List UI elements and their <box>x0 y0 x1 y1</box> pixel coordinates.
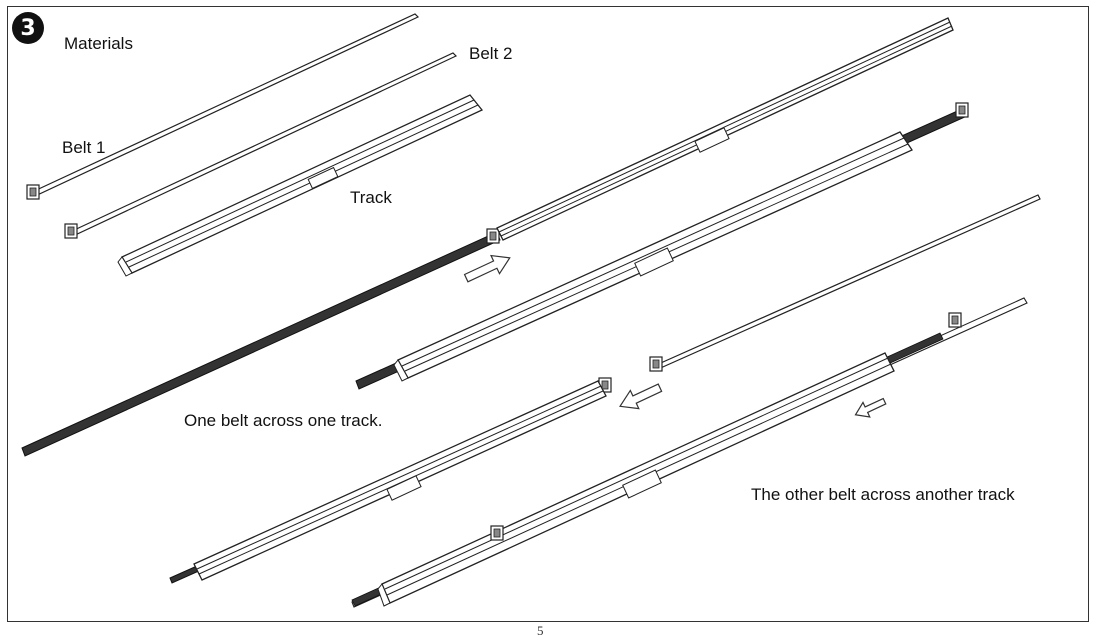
top-track-joint-plate <box>694 127 730 153</box>
belt-1-label: Belt 1 <box>62 138 106 157</box>
top-track-drawing <box>496 17 954 241</box>
right-thin-belt-drawing <box>649 194 1041 372</box>
belt-1-drawing <box>26 13 420 200</box>
long-belt-drawing <box>21 228 501 457</box>
bottom-right-mid-clip <box>490 525 504 541</box>
middle-track-joint-plate <box>634 247 674 277</box>
arrow-up-right-icon <box>463 254 511 283</box>
belt-1-end-clip <box>26 184 40 200</box>
middle-assembly-drawing <box>355 102 969 390</box>
middle-belt-end-clip <box>955 102 969 118</box>
track-drawing <box>117 94 484 277</box>
bottom-right-belt-end-clip <box>948 312 962 328</box>
one-belt-caption: One belt across one track. <box>184 411 383 430</box>
track-label: Track <box>350 188 392 207</box>
belt-2-drawing <box>64 52 458 239</box>
belt-2-end-clip <box>64 223 78 239</box>
step-number-badge: 3 <box>12 12 44 44</box>
other-belt-caption: The other belt across another track <box>751 485 1015 504</box>
right-thin-belt-end-clip <box>649 356 663 372</box>
track-joint-plate <box>307 166 339 190</box>
belt-2-label: Belt 2 <box>469 44 513 63</box>
bottom-left-assembly-drawing <box>169 377 612 584</box>
arrow-down-left-icon <box>619 383 663 410</box>
page-number: 5 <box>537 623 544 638</box>
bottom-right-track-joint-plate <box>622 469 662 499</box>
diagram-frame <box>7 6 1089 622</box>
arrow-down-left-icon-2 <box>854 397 887 418</box>
bottom-left-track-joint-plate <box>386 475 422 501</box>
bottom-right-assembly-drawing <box>351 297 1028 608</box>
long-belt-end-clip <box>486 228 500 244</box>
materials-label: Materials <box>64 34 133 53</box>
